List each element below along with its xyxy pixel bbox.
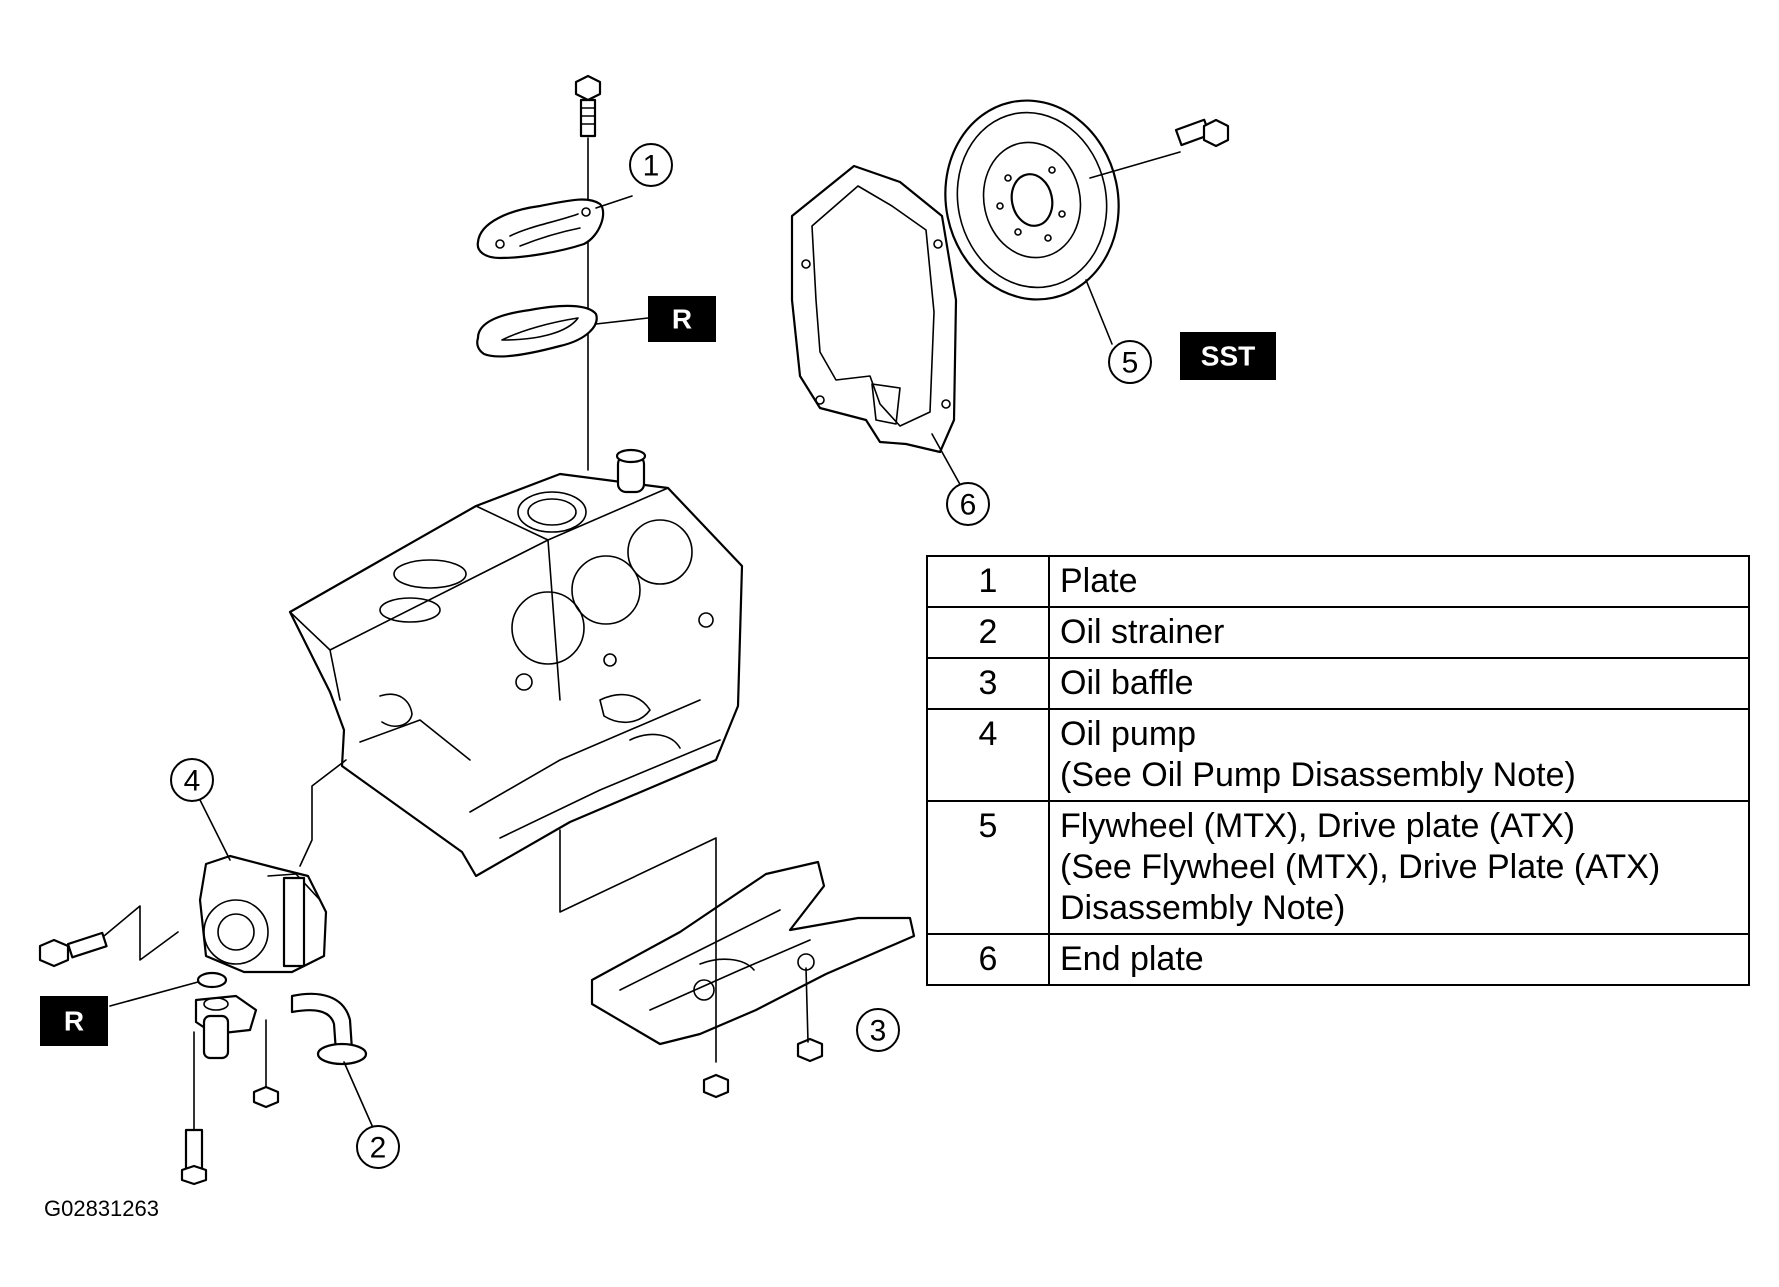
legend-number: 3	[926, 657, 1050, 710]
callout-6: 6	[946, 482, 990, 526]
legend-row: 6 End plate	[926, 933, 1750, 986]
legend-description: Oil strainer	[1048, 606, 1750, 659]
oil-baffle-assembly	[559, 829, 916, 1099]
engine-block	[288, 448, 744, 878]
legend-row: 2 Oil strainer	[926, 606, 1750, 659]
callout-5: 5	[1108, 340, 1152, 384]
figure-code: G02831263	[44, 1196, 159, 1221]
callout-3: 3	[856, 1008, 900, 1052]
end-plate	[790, 164, 963, 489]
svg-text:4: 4	[184, 765, 201, 798]
callout-2: 2	[356, 1125, 400, 1169]
svg-text:SST: SST	[1201, 341, 1255, 372]
legend-description: Flywheel (MTX), Drive plate (ATX) (See F…	[1048, 800, 1750, 935]
svg-text:2: 2	[370, 1132, 387, 1165]
legend-number: 6	[926, 933, 1050, 986]
svg-text:6: 6	[960, 489, 977, 522]
legend-row: 4 Oil pump (See Oil Pump Disassembly Not…	[926, 708, 1750, 802]
legend-number: 5	[926, 800, 1050, 935]
callout-1: 1	[629, 143, 673, 187]
tag-sst: SST	[1180, 332, 1276, 380]
legend-description: Oil pump (See Oil Pump Disassembly Note)	[1048, 708, 1750, 802]
oil-pump-assembly	[38, 759, 375, 1186]
callout-4: 4	[170, 758, 214, 802]
legend-description: Oil baffle	[1048, 657, 1750, 710]
svg-text:3: 3	[870, 1015, 887, 1048]
plate-assembly	[476, 74, 649, 471]
svg-text:R: R	[672, 304, 692, 335]
flywheel	[944, 99, 1230, 345]
legend-number: 4	[926, 708, 1050, 802]
legend-row: 1 Plate	[926, 555, 1750, 608]
tag-r-left: R	[40, 996, 108, 1046]
svg-text:1: 1	[643, 150, 660, 183]
svg-text:5: 5	[1122, 347, 1139, 380]
legend-row: 5 Flywheel (MTX), Drive plate (ATX) (See…	[926, 800, 1750, 935]
legend-number: 1	[926, 555, 1050, 608]
legend-row: 3 Oil baffle	[926, 657, 1750, 710]
parts-legend-table: 1 Plate 2 Oil strainer 3 Oil baffle 4 Oi…	[926, 555, 1750, 986]
tag-r-top: R	[648, 296, 716, 342]
legend-description: Plate	[1048, 555, 1750, 608]
legend-description: End plate	[1048, 933, 1750, 986]
legend-number: 2	[926, 606, 1050, 659]
svg-text:R: R	[64, 1006, 84, 1037]
